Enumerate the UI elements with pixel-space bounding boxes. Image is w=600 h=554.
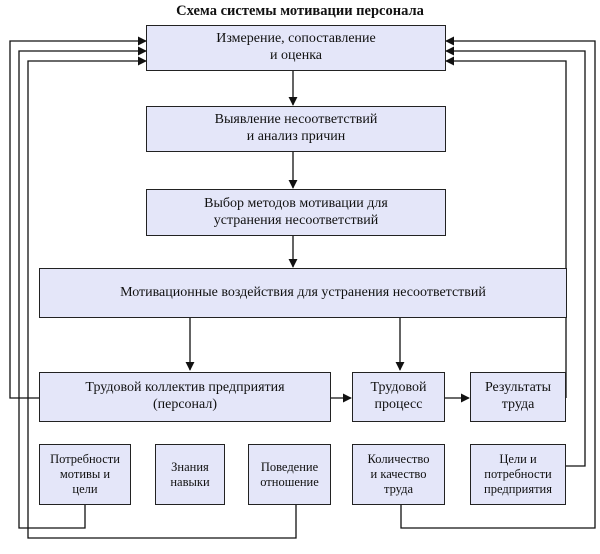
feedback-quality-to-measure <box>400 36 596 529</box>
feedback-collective-to-measure <box>9 36 147 399</box>
detect-box: Выявление несоответствий и анализ причин <box>146 106 446 152</box>
feedback-behavior-to-measure <box>27 56 297 539</box>
choose-box: Выбор методов мотивации для устранения н… <box>146 189 446 236</box>
results-box: Результаты труда <box>470 372 566 422</box>
measure-box: Измерение, сопоставление и оценка <box>146 25 446 71</box>
feedback-results-to-measure <box>445 56 567 398</box>
needs-box: Потребности мотивы и цели <box>39 444 131 505</box>
diagram-title: Схема системы мотивации персонала <box>176 3 424 19</box>
feedback-goals-to-measure <box>445 46 586 467</box>
collective-box: Трудовой коллектив предприятия (персонал… <box>39 372 331 422</box>
feedback-needs-to-measure <box>18 46 147 529</box>
quality-box: Количество и качество труда <box>352 444 445 505</box>
knowledge-box: Знания навыки <box>155 444 225 505</box>
process-box: Трудовой процесс <box>352 372 445 422</box>
behavior-box: Поведение отношение <box>248 444 331 505</box>
influence-box: Мотивационные воздействия для устранения… <box>39 268 567 318</box>
goals-box: Цели и потребности предприятия <box>470 444 566 505</box>
